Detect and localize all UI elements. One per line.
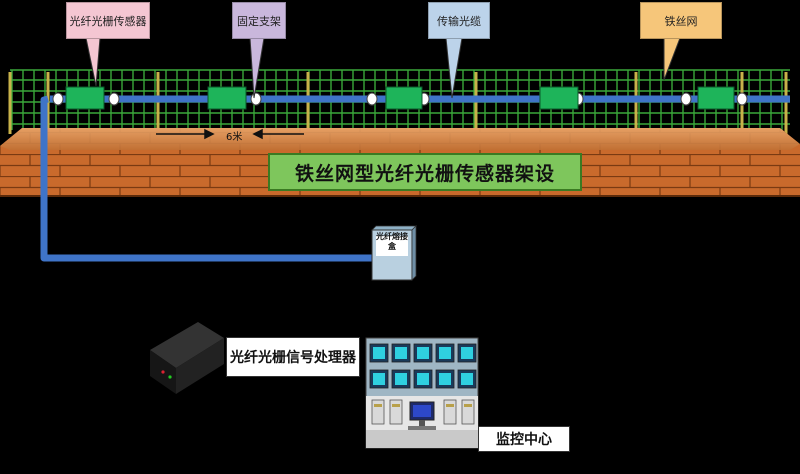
distance-label: 6米 (226, 132, 243, 143)
sensor-icon (539, 86, 579, 110)
splice-box-label: 光纤熔接盒 (376, 232, 408, 251)
sensor-icon (207, 86, 247, 110)
diagram-title-banner: 铁丝网型光纤光栅传感器架设 (268, 153, 582, 191)
splice-box-icon (371, 225, 417, 281)
monitor-wall-icon (365, 337, 479, 449)
sensor-icon (697, 86, 735, 110)
callout-fixed-bracket: 固定支架 (232, 2, 286, 39)
sensor-icon (385, 86, 423, 110)
callout-wire-fence: 铁丝网 (640, 2, 722, 39)
signal-processor-icon (150, 322, 224, 394)
server-icon (371, 399, 475, 430)
signal-processor-label: 光纤光栅信号处理器 (226, 337, 360, 377)
distance-marker (156, 128, 304, 140)
callout-fbg-sensor: 光纤光栅传感器 (66, 2, 150, 39)
sensor-icon (65, 86, 105, 110)
callout-transmission-cable: 传输光缆 (428, 2, 490, 39)
monitor-center-label: 监控中心 (478, 426, 570, 452)
callout-pointers (85, 37, 681, 99)
